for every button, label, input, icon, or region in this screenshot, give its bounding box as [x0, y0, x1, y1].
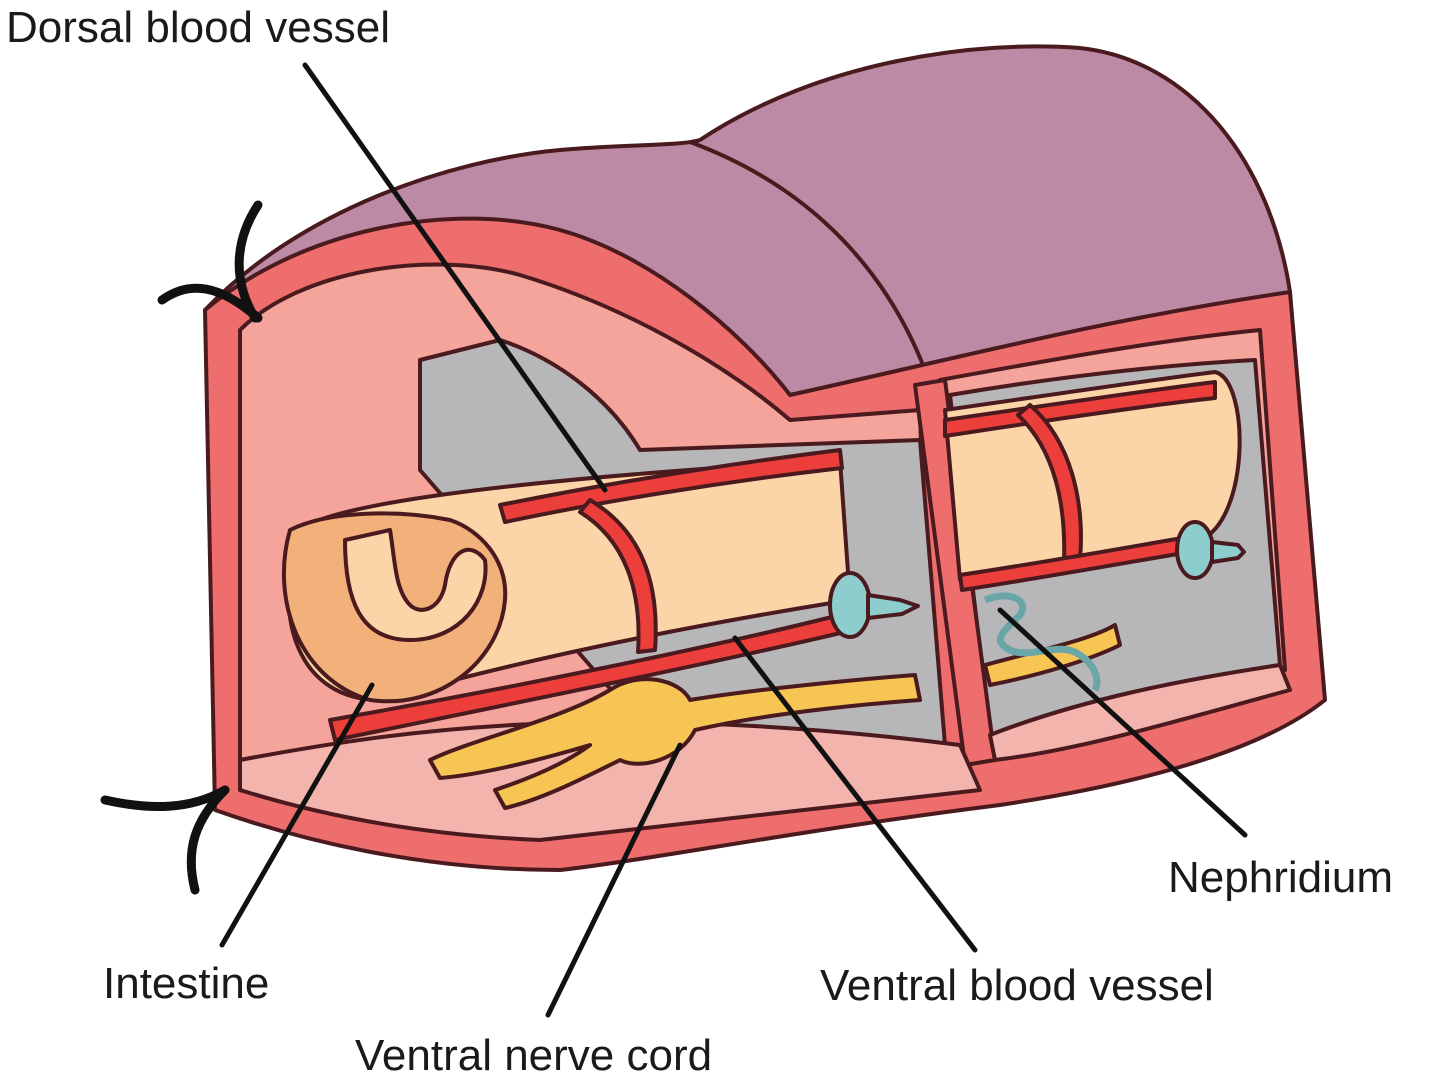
- label-ventral-blood-vessel: Ventral blood vessel: [820, 961, 1214, 1010]
- leader-line-ventral-blood-vessel: [732, 635, 978, 953]
- segment-ridge: [689, 140, 927, 371]
- ring-vessel-1: [578, 498, 658, 654]
- ventral-floor-posterior: [988, 663, 1292, 762]
- label-dorsal-blood-vessel: Dorsal blood vessel: [6, 3, 390, 52]
- label-intestine: Intestine: [103, 959, 270, 1008]
- leader-line-ventral-nerve-cord: [545, 742, 683, 1018]
- segment-boundary-marks: [100, 200, 263, 895]
- label-nephridium: Nephridium: [1168, 853, 1393, 902]
- nephridium-coiled-tubule: [983, 592, 1101, 692]
- nephridium-posterior: [1175, 520, 1246, 580]
- nerve-cord: [428, 673, 922, 810]
- label-ventral-nerve-cord: Ventral nerve cord: [355, 1031, 713, 1080]
- leader-line-nephridium: [997, 607, 1248, 838]
- nephridium-anterior: [828, 571, 920, 639]
- leader-line-intestine: [219, 682, 375, 948]
- typhlosole: [343, 528, 488, 642]
- leader-lines: [219, 62, 1248, 1018]
- ventral-floor: [238, 720, 982, 842]
- leader-line-dorsal-blood-vessel: [302, 62, 608, 493]
